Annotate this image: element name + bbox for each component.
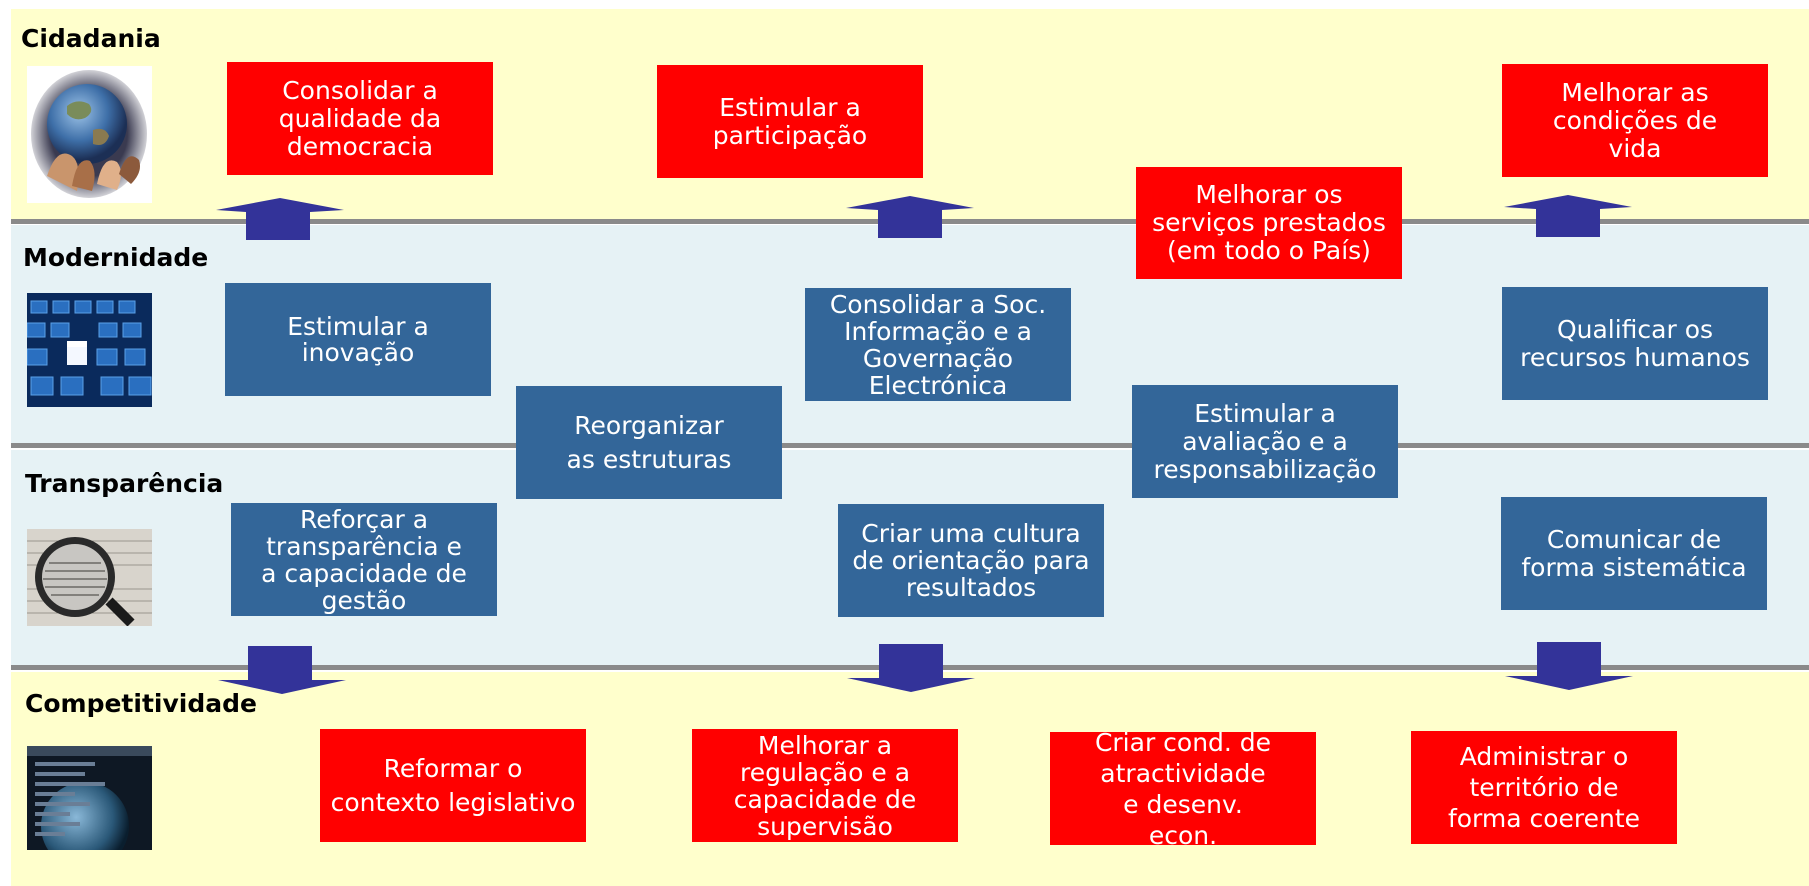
globe-in-hands-image [27, 66, 152, 203]
box-melhorar-regulacao: Melhorar a regulação e a capacidade de s… [692, 729, 958, 842]
box-reformar-contexto: Reformar o contexto legislativo [320, 729, 586, 842]
box-estimular-participacao: Estimular a participação [657, 65, 923, 178]
box-qualificar-recursos-humanos: Qualificar os recursos humanos [1502, 287, 1768, 400]
band-label-modernidade: Modernidade [23, 243, 209, 272]
separator-line [11, 443, 1809, 448]
down-arrow-icon [1505, 642, 1633, 690]
down-arrow-icon [218, 646, 346, 694]
band-label-transparencia: Transparência [25, 469, 224, 498]
box-reorganizar-estruturas: Reorganizar as estruturas [516, 386, 782, 499]
box-consolidar-democracia: Consolidar a qualidade da democracia [227, 62, 493, 175]
box-administrar-territorio: Administrar o território de forma coeren… [1411, 731, 1677, 844]
box-comunicar: Comunicar de forma sistemática [1501, 497, 1767, 610]
box-reforcar-transparencia: Reforçar a transparência e a capacidade … [231, 503, 497, 616]
magnifying-glass-image [27, 529, 152, 626]
down-arrow-icon [847, 644, 975, 692]
band-label-competitividade: Competitividade [25, 689, 257, 718]
box-consolidar-soc-informacao: Consolidar a Soc. Informação e a Governa… [805, 288, 1071, 401]
box-estimular-avaliacao: Estimular a avaliação e a responsabiliza… [1132, 385, 1398, 498]
box-melhorar-condicoes: Melhorar as condições de vida [1502, 64, 1768, 177]
box-estimular-inovacao: Estimular a inovação [225, 283, 491, 396]
blue-cubes-image [27, 293, 152, 407]
earth-chart-image [27, 746, 152, 850]
box-melhorar-servicos: Melhorar os serviços prestados (em todo … [1136, 167, 1402, 279]
up-arrow-icon [1504, 195, 1632, 237]
up-arrow-icon [216, 198, 344, 240]
box-criar-cond-atractividade: Criar cond. de atractividade e desenv. e… [1050, 728, 1316, 850]
band-label-cidadania: Cidadania [21, 24, 161, 53]
up-arrow-icon [846, 196, 974, 238]
box-criar-cultura: Criar uma cultura de orientação para res… [838, 504, 1104, 617]
